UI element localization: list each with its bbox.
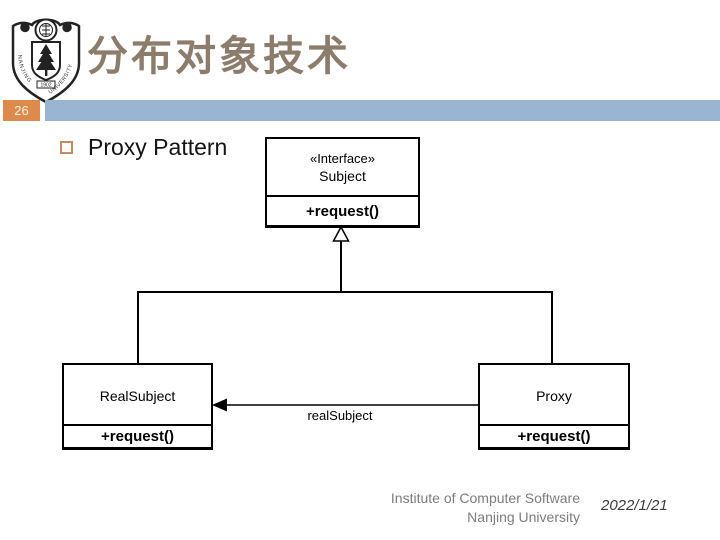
page-number: 26	[14, 103, 29, 118]
realsubject-class-name: RealSubject	[99, 387, 176, 404]
realsubject-method: +request()	[64, 424, 211, 447]
university-emblem-icon: 1902 NANJING UNIVERSITY	[11, 18, 81, 104]
bullet-square-icon	[60, 141, 73, 154]
subject-method: +request()	[267, 195, 418, 225]
association-label: realSubject	[307, 408, 373, 423]
footer-institute: Institute of Computer Software Nanjing U…	[391, 489, 580, 527]
proxy-name-compartment: Proxy	[480, 365, 628, 424]
realsubject-name-compartment: RealSubject	[64, 365, 211, 424]
subject-stereotype: «Interface»	[309, 150, 376, 166]
slide-title: 分布对象技术	[87, 32, 351, 80]
uml-class-proxy: Proxy +request()	[478, 363, 630, 450]
association-arrowhead-icon	[212, 398, 227, 412]
footer-date: 2022/1/21	[601, 497, 668, 514]
uml-class-subject: «Interface» Subject +request()	[265, 137, 420, 228]
logo-year-text: 1902	[40, 83, 51, 89]
proxy-method: +request()	[480, 424, 628, 447]
uml-class-realsubject: RealSubject +request()	[62, 363, 213, 450]
subject-class-name: Subject	[319, 167, 366, 184]
footer-institute-line1: Institute of Computer Software	[390, 490, 580, 506]
bullet-text: Proxy Pattern	[88, 134, 228, 160]
generalization-triangle-icon	[332, 225, 350, 242]
page-number-badge: 26	[3, 100, 40, 121]
proxy-class-name: Proxy	[536, 387, 572, 404]
footer-institute-line2: Nanjing University	[467, 509, 580, 525]
header-accent-bar	[45, 100, 720, 121]
university-logo: 1902 NANJING UNIVERSITY	[6, 13, 86, 105]
subject-name-compartment: «Interface» Subject	[267, 139, 418, 195]
